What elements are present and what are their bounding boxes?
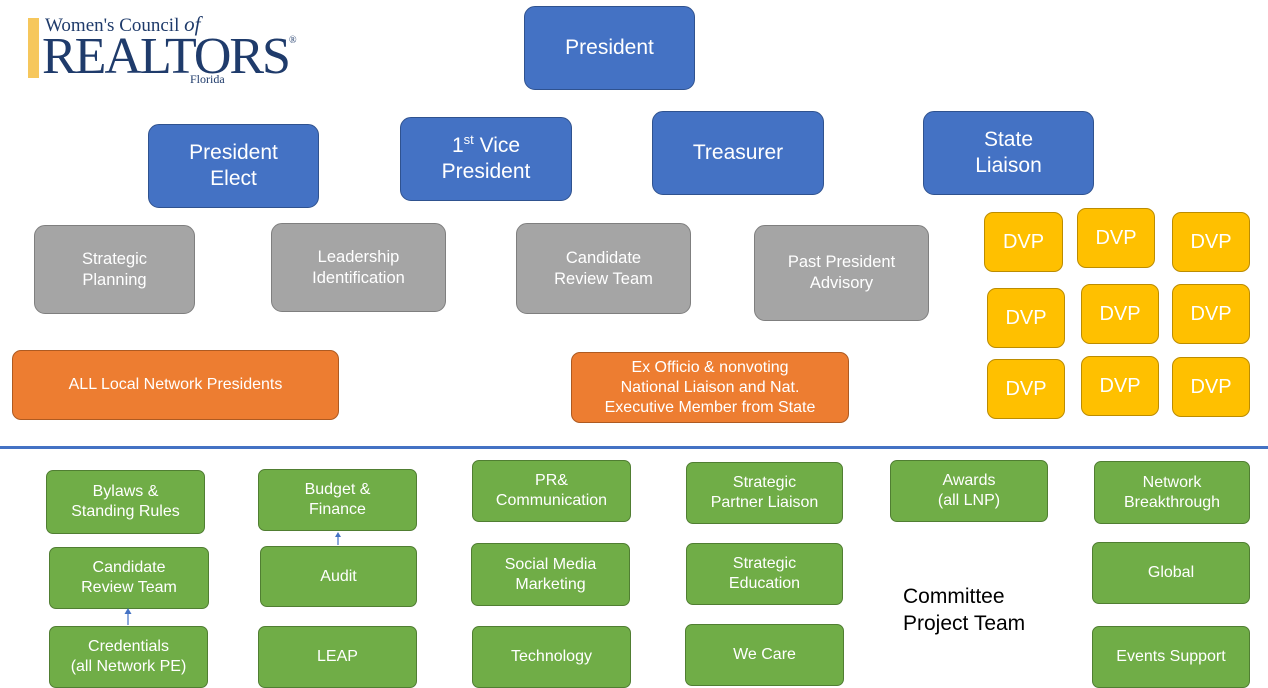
womens-council-logo: Women's Council of REALTORS® Florida	[28, 10, 296, 90]
logo-line1: Women's Council of	[45, 12, 201, 36]
dvp-box: DVP	[1081, 356, 1159, 416]
dvp-box: DVP	[1077, 208, 1155, 268]
social-media-committee-box: Social Media Marketing	[471, 543, 630, 606]
dvp-box: DVP	[1172, 212, 1250, 272]
credentials-committee-box: Credentials (all Network PE)	[49, 626, 208, 688]
dvp-box: DVP	[1172, 284, 1250, 344]
events-support-committee-box: Events Support	[1092, 626, 1250, 688]
candidate-review-team-box: Candidate Review Team	[516, 223, 691, 314]
leap-committee-box: LEAP	[258, 626, 417, 688]
logo-line3: Florida	[190, 72, 225, 86]
pr-communication-committee-box: PR& Communication	[472, 460, 631, 522]
strategic-partner-committee-box: Strategic Partner Liaison	[686, 462, 843, 524]
strategic-education-committee-box: Strategic Education	[686, 543, 843, 605]
budget-finance-committee-box: Budget & Finance	[258, 469, 417, 531]
bylaws-committee-box: Bylaws & Standing Rules	[46, 470, 205, 534]
technology-committee-box: Technology	[472, 626, 631, 688]
audit-committee-box: Audit	[260, 546, 417, 607]
we-care-committee-box: We Care	[685, 624, 844, 686]
dvp-box: DVP	[987, 288, 1065, 348]
treasurer-box: Treasurer	[652, 111, 824, 195]
dvp-box: DVP	[1172, 357, 1250, 417]
logo-line2: REALTORS®	[42, 28, 296, 85]
ex-officio-box: Ex Officio & nonvoting National Liaison …	[571, 352, 849, 423]
dvp-box: DVP	[1081, 284, 1159, 344]
logo-accent-bar	[28, 18, 39, 78]
arrow-head-up-icon	[335, 532, 341, 537]
network-breakthrough-committee-box: Network Breakthrough	[1094, 461, 1250, 524]
arrow-head-up-icon	[124, 608, 132, 614]
candidate-review-committee-box: Candidate Review Team	[49, 547, 209, 609]
dvp-box: DVP	[984, 212, 1063, 272]
global-committee-box: Global	[1092, 542, 1250, 604]
committee-project-team-label: Committee Project Team	[903, 585, 1026, 636]
president-elect-box: President Elect	[148, 124, 319, 208]
state-liaison-box: State Liaison	[923, 111, 1094, 195]
section-divider	[0, 446, 1268, 449]
dvp-box: DVP	[987, 359, 1065, 419]
awards-committee-box: Awards (all LNP)	[890, 460, 1048, 522]
local-network-presidents-box: ALL Local Network Presidents	[12, 350, 339, 420]
strategic-planning-box: Strategic Planning	[34, 225, 195, 314]
president-box: President	[524, 6, 695, 90]
leadership-identification-box: Leadership Identification	[271, 223, 446, 312]
past-president-advisory-box: Past President Advisory	[754, 225, 929, 321]
